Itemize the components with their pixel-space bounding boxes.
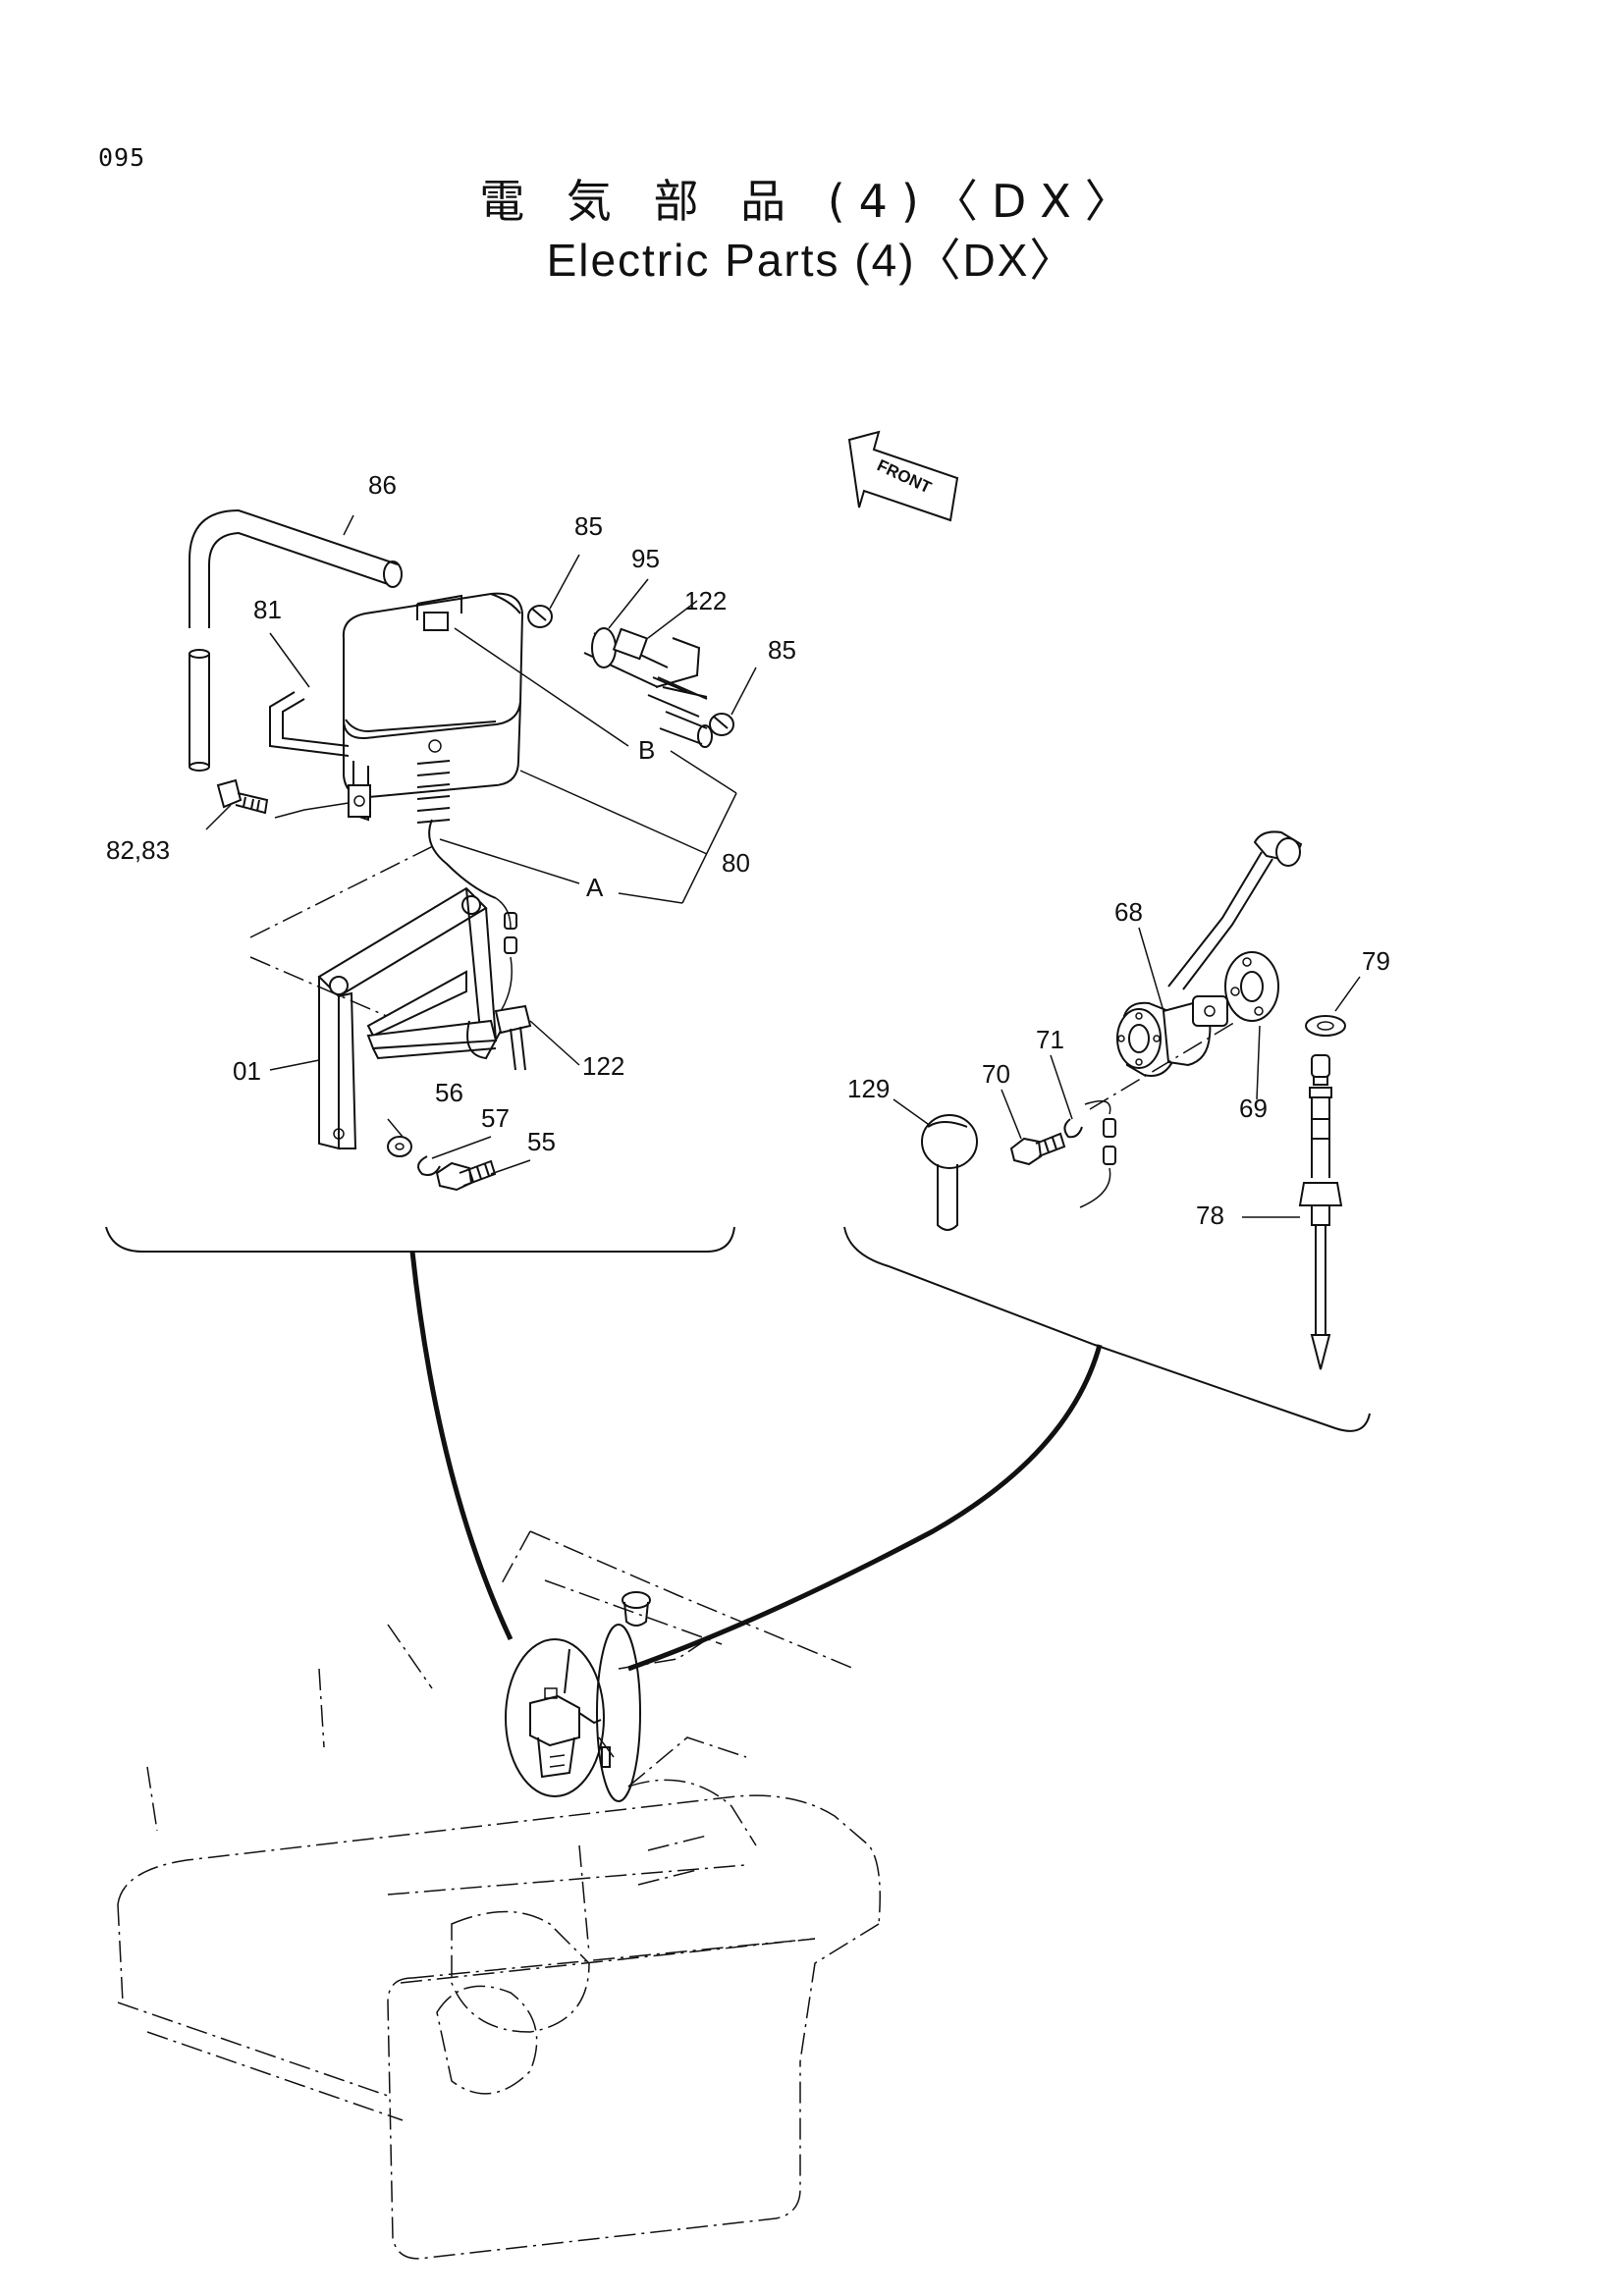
callout-86: 86	[368, 470, 397, 500]
detail-frame-right	[843, 1226, 1371, 1432]
lever-arm-68	[1167, 830, 1303, 990]
callout-81: 81	[253, 595, 282, 624]
flange-plate-69	[1224, 951, 1279, 1022]
washer-56	[387, 1136, 412, 1157]
callout-69: 69	[1239, 1094, 1268, 1123]
callout-71: 71	[1036, 1025, 1064, 1054]
title-block: 電 気 部 品 (4)〈DX〉 Electric Parts (4)〈DX〉	[0, 172, 1623, 290]
callout-129: 129	[847, 1074, 890, 1103]
callout-85-top: 85	[574, 511, 603, 541]
sensor-assembly	[843, 830, 1371, 1432]
hose-connector	[647, 676, 713, 748]
callout-70: 70	[982, 1059, 1010, 1089]
bolt-82-83	[216, 778, 350, 819]
front-label: FRONT	[874, 455, 935, 497]
leader-curve-right	[627, 1344, 1103, 1672]
callout-55: 55	[527, 1127, 556, 1156]
callout-68: 68	[1114, 897, 1143, 927]
callout-122-bottom: 122	[582, 1051, 624, 1081]
axis-line	[1089, 1020, 1238, 1110]
callout-95: 95	[631, 544, 660, 573]
leader-lines-left	[205, 514, 757, 1175]
detail-frame-left	[105, 1226, 735, 1253]
callout-b: B	[638, 735, 655, 765]
callout-a: A	[586, 873, 604, 902]
page-title-english: Electric Parts (4)〈DX〉	[546, 235, 1077, 286]
front-arrow-icon: FRONT	[847, 430, 959, 522]
hose-clip-85-bottom	[709, 713, 734, 736]
callout-56: 56	[435, 1078, 463, 1107]
lock-washer-57	[417, 1155, 441, 1176]
callout-82-83: 82,83	[106, 835, 170, 865]
screw-70	[1009, 1132, 1066, 1166]
machine-overview	[117, 1530, 881, 2260]
page-number: 095	[98, 143, 146, 172]
page-title-japanese: 電 気 部 品 (4)〈DX〉	[479, 175, 1144, 228]
leader-curve-left	[409, 1251, 514, 1641]
hose-clamp-95	[583, 627, 708, 698]
callout-85-bottom: 85	[768, 635, 796, 665]
hose-clip-85-top	[527, 605, 553, 628]
wire-harness	[466, 897, 532, 1071]
hose-86	[189, 508, 403, 772]
sensor-body-68	[1116, 995, 1228, 1077]
callout-79: 79	[1362, 946, 1390, 976]
connector-plug	[1079, 1099, 1116, 1208]
level-sensor-78	[1298, 1054, 1343, 1370]
callout-78: 78	[1196, 1201, 1224, 1230]
callout-80: 80	[722, 848, 750, 878]
callout-01: 01	[233, 1056, 261, 1086]
lock-washer-71	[1063, 1118, 1083, 1139]
bolt-55	[435, 1159, 497, 1192]
bracket-81	[269, 691, 371, 822]
rubber-boot-129	[921, 1114, 978, 1231]
reservoir-bracket-assembly	[105, 508, 757, 1253]
washer-79	[1305, 1015, 1346, 1037]
leader-lines-right	[893, 927, 1361, 1218]
mounting-plate-01	[249, 843, 498, 1150]
callout-labels: 86 85 95 122 85 81 B 82,83 80 A 01 122 5…	[106, 470, 1390, 1230]
callout-57: 57	[481, 1103, 510, 1133]
callout-122-top: 122	[684, 586, 727, 615]
reservoir-tank	[342, 592, 524, 899]
